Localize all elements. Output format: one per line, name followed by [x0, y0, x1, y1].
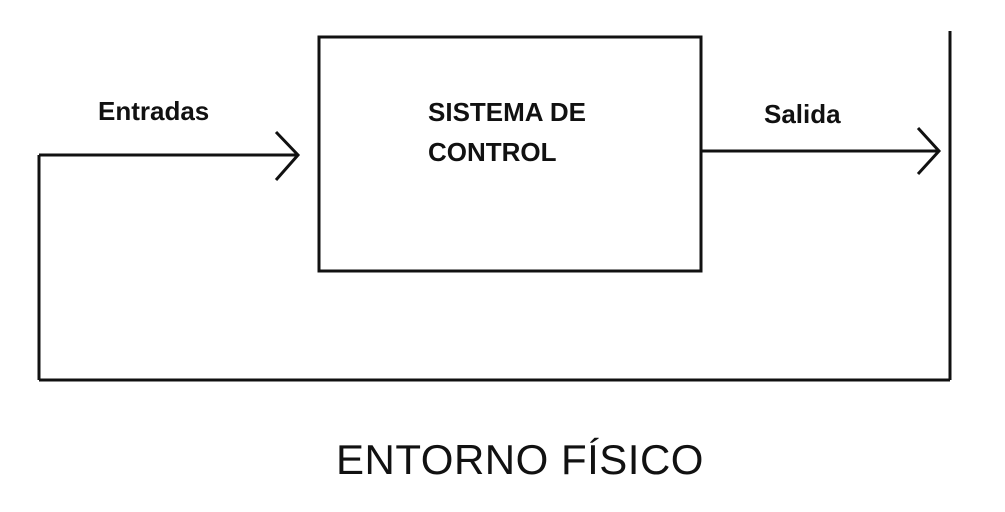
control-system-box	[317, 35, 703, 273]
output-arrowhead	[916, 126, 942, 176]
input-label: Entradas	[98, 96, 210, 126]
environment-label: ENTORNO FÍSICO	[336, 436, 704, 483]
control-system-label: SISTEMA DE CONTROL	[428, 97, 586, 167]
input-arrowhead	[274, 130, 301, 181]
output-label: Salida	[764, 99, 841, 129]
